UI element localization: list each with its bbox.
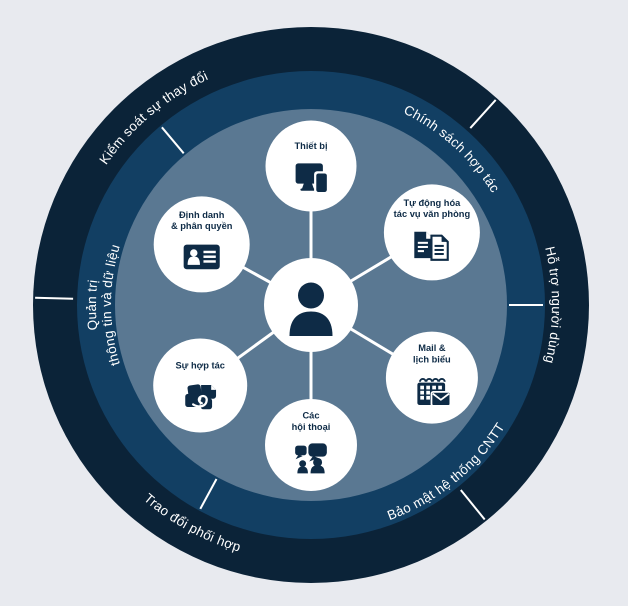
node-circle <box>383 184 480 281</box>
segment-dividers <box>35 99 543 521</box>
node-label: lịch biểu <box>413 354 451 364</box>
ring-label: Quản trị <box>84 279 100 331</box>
node-label: & phân quyền <box>171 221 233 231</box>
node-label: Thiết bị <box>294 141 327 151</box>
node-circle <box>385 331 478 424</box>
node-calendar-mail: Mail &lịch biểu <box>385 331 478 424</box>
node-label: Các <box>302 411 319 421</box>
divider-tick <box>460 489 486 521</box>
handshake-icon <box>184 382 218 411</box>
node-devices: Thiết bị <box>265 120 357 212</box>
ring-label: Hỗ trợ người dùng <box>542 245 564 365</box>
node-circle <box>153 338 248 433</box>
node-label: tác vụ văn phòng <box>394 209 471 219</box>
node-id-card: Định danh& phân quyền <box>153 196 250 293</box>
documents-icon <box>413 230 449 261</box>
node-handshake: Sự hợp tác <box>153 338 248 433</box>
divider-tick <box>35 296 74 300</box>
center-node <box>264 258 358 352</box>
node-circle <box>153 196 250 293</box>
node-label: Tự động hóa <box>403 198 461 208</box>
node-label: Mail & <box>418 343 446 353</box>
divider-tick <box>469 99 497 129</box>
node-label: Sự hợp tác <box>175 361 225 371</box>
node-label: hội thoại <box>292 422 331 432</box>
divider-tick <box>199 478 218 510</box>
divider-tick <box>161 126 185 154</box>
node-label: Định danh <box>179 210 225 220</box>
id-card-icon <box>183 244 220 270</box>
